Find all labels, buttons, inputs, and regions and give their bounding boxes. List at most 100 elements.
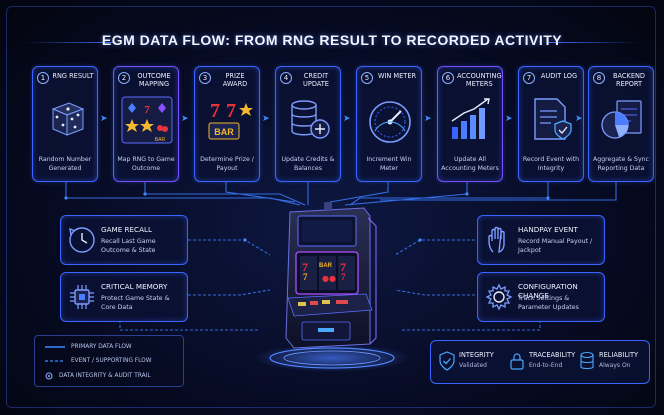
hand-icon [484, 225, 514, 255]
panel-description: Record Manual Payout / Jackpot [518, 238, 593, 254]
badge-traceability: TRACEABILITY End-to-End [507, 347, 577, 379]
gauge-icon [363, 95, 417, 145]
step-number: 5 [361, 72, 373, 84]
step-number: 7 [523, 72, 535, 84]
solid-line-icon [45, 346, 65, 348]
step-4: 4 CREDIT UPDATE Update Credits & Balances [275, 66, 341, 182]
step-title: CREDIT UPDATE [303, 72, 329, 88]
step-header: 2 OUTCOME MAPPING [118, 72, 175, 88]
panel-title: CONFIGURATION CHANGE [518, 282, 578, 300]
bar-chart-icon [444, 95, 498, 145]
step-title: PRIZE AWARD [222, 72, 248, 88]
shield-check-icon [439, 351, 455, 371]
step-title: AUDIT LOG [540, 72, 578, 80]
left-panels-1: CRITICAL MEMORY Protect Game State & Core… [60, 272, 188, 322]
dashed-line-icon [45, 360, 65, 362]
step-title: OUTCOME MAPPING [137, 72, 171, 88]
step-description: Update All Accounting Meters [441, 156, 499, 172]
svg-text:7: 7 [210, 100, 220, 122]
panel-title: CRITICAL MEMORY [101, 282, 168, 291]
flow-arrow: ➤ [181, 114, 189, 124]
step-5: 5 WIN METER Increment Win Meter [356, 66, 422, 182]
step-number: 4 [280, 72, 292, 84]
reel-bar: BAR [319, 263, 332, 269]
panel-description: Track Settings & Parameter Updates [518, 295, 579, 311]
step-8: 8 BACKEND REPORT Aggregate & Sync Reportin… [588, 66, 654, 182]
cherry-icon: ●● [322, 274, 336, 283]
reel-seven-2: 7 [340, 260, 346, 274]
step-header: 7 AUDIT LOG [523, 72, 580, 84]
step-title: BACKEND REPORT [612, 72, 646, 88]
step-number: 3 [199, 72, 211, 84]
badge-integrity: INTEGRITY Validated [437, 347, 507, 379]
step-header: 3 PRIZE AWARD [199, 72, 256, 88]
panel-title: HANDPAY EVENT [518, 225, 578, 234]
legend: PRIMARY DATA FLOW EVENT / SUPPORTING FLO… [34, 335, 184, 387]
step-number: 8 [593, 72, 605, 84]
step-description: Update Credits & Balances [281, 156, 335, 172]
step-description: Record Event with Integrity [522, 156, 580, 172]
recall-icon [67, 225, 97, 255]
legend-item-primary: PRIMARY DATA FLOW [45, 344, 132, 350]
panel-description: Protect Game State & Core Data [101, 295, 170, 311]
database-plus-icon [282, 95, 336, 145]
step-number: 1 [37, 72, 49, 84]
panel-description: Recall Last Game Outcome & State [101, 238, 156, 254]
svg-text:7: 7 [144, 104, 150, 116]
outer-frame [6, 6, 656, 408]
gear-icon [484, 282, 514, 312]
step-description: Determine Prize / Payout [200, 156, 254, 172]
slot-machine [254, 202, 410, 372]
svg-text:BAR: BAR [155, 137, 166, 143]
flow-arrow: ➤ [505, 114, 513, 124]
quality-badges: INTEGRITY Validated TRACEABILITY End-to-… [430, 340, 650, 384]
step-description: Random Number Generated [38, 156, 92, 172]
dice-icon [39, 95, 93, 145]
legend-item-integrity: DATA INTEGRITY & AUDIT TRAIL [45, 372, 151, 380]
database-icon [580, 351, 594, 370]
pie-report-icon [595, 95, 649, 145]
reel-seven-4: 7 [341, 272, 346, 282]
step-number: 6 [442, 72, 454, 84]
step-description: Map RNG to Game Outcome [117, 156, 175, 172]
flow-arrow: ➤ [424, 114, 432, 124]
step-description: Increment Win Meter [366, 156, 412, 172]
step-title: WIN METER [377, 72, 417, 80]
flow-arrow: ➤ [100, 114, 108, 124]
legend-item-event: EVENT / SUPPORTING FLOW [45, 358, 151, 364]
reel-symbols: 7 BAR 7 7 ●● 7 [300, 258, 362, 288]
step-header: 4 CREDIT UPDATE [280, 72, 337, 88]
flow-arrow: ➤ [575, 114, 583, 124]
step-7: 7 AUDIT LOG Record Event with Integrity [518, 66, 584, 182]
chip-icon [67, 282, 97, 312]
flow-arrow: ➤ [343, 114, 351, 124]
reel-seven-3: 7 [303, 272, 308, 282]
step-header: 5 WIN METER [361, 72, 418, 84]
step-title: ACCOUNTING METERS [457, 72, 502, 88]
document-shield-icon [525, 95, 579, 145]
svg-text:7: 7 [226, 100, 236, 122]
ring-dot-icon [45, 372, 53, 380]
badge-reliability: RELIABILITY Always On [577, 347, 647, 379]
step-number: 2 [118, 72, 130, 84]
step-title: RNG RESULT [52, 72, 94, 80]
title-line-left [24, 42, 116, 43]
step-header: 8 BACKEND REPORT [593, 72, 650, 88]
diagram-title: EGM DATA FLOW: FROM RNG RESULT TO RECORD… [101, 32, 563, 48]
step-description: Aggregate & Sync Reporting Data [593, 156, 649, 172]
right-panels-0: HANDPAY EVENT Record Manual Payout / Jack… [477, 215, 605, 265]
svg-text:BAR: BAR [214, 127, 234, 137]
reel-seven-1: 7 [302, 260, 308, 274]
flow-arrow: ➤ [262, 114, 270, 124]
lock-icon [510, 353, 524, 370]
